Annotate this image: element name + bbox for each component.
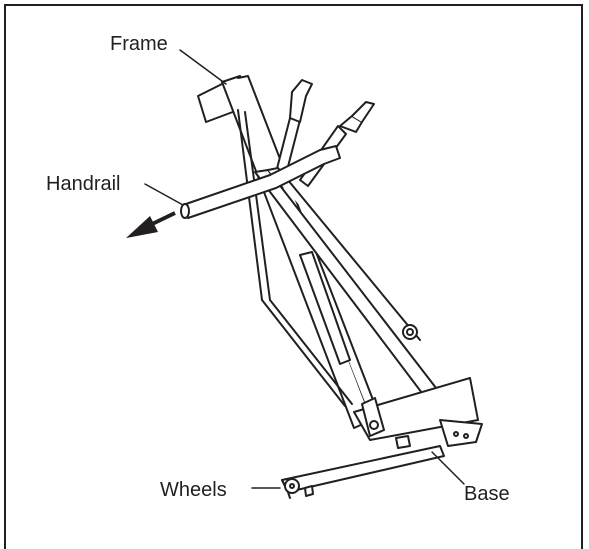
- leader-lines: [144, 49, 465, 489]
- handrail-part: [180, 145, 341, 219]
- handrail-label: Handrail: [46, 173, 120, 195]
- base-label: Base: [464, 483, 510, 505]
- figure-border: [4, 4, 583, 549]
- base-part: [281, 435, 445, 499]
- adjustment-knob: [402, 324, 418, 340]
- frame-label: Frame: [110, 33, 168, 55]
- arrow-left-down-icon: [126, 211, 176, 238]
- deck-assembly: [353, 377, 483, 447]
- diagonal-frame-rail: [254, 167, 471, 439]
- wheels-label: Wheels: [160, 479, 227, 501]
